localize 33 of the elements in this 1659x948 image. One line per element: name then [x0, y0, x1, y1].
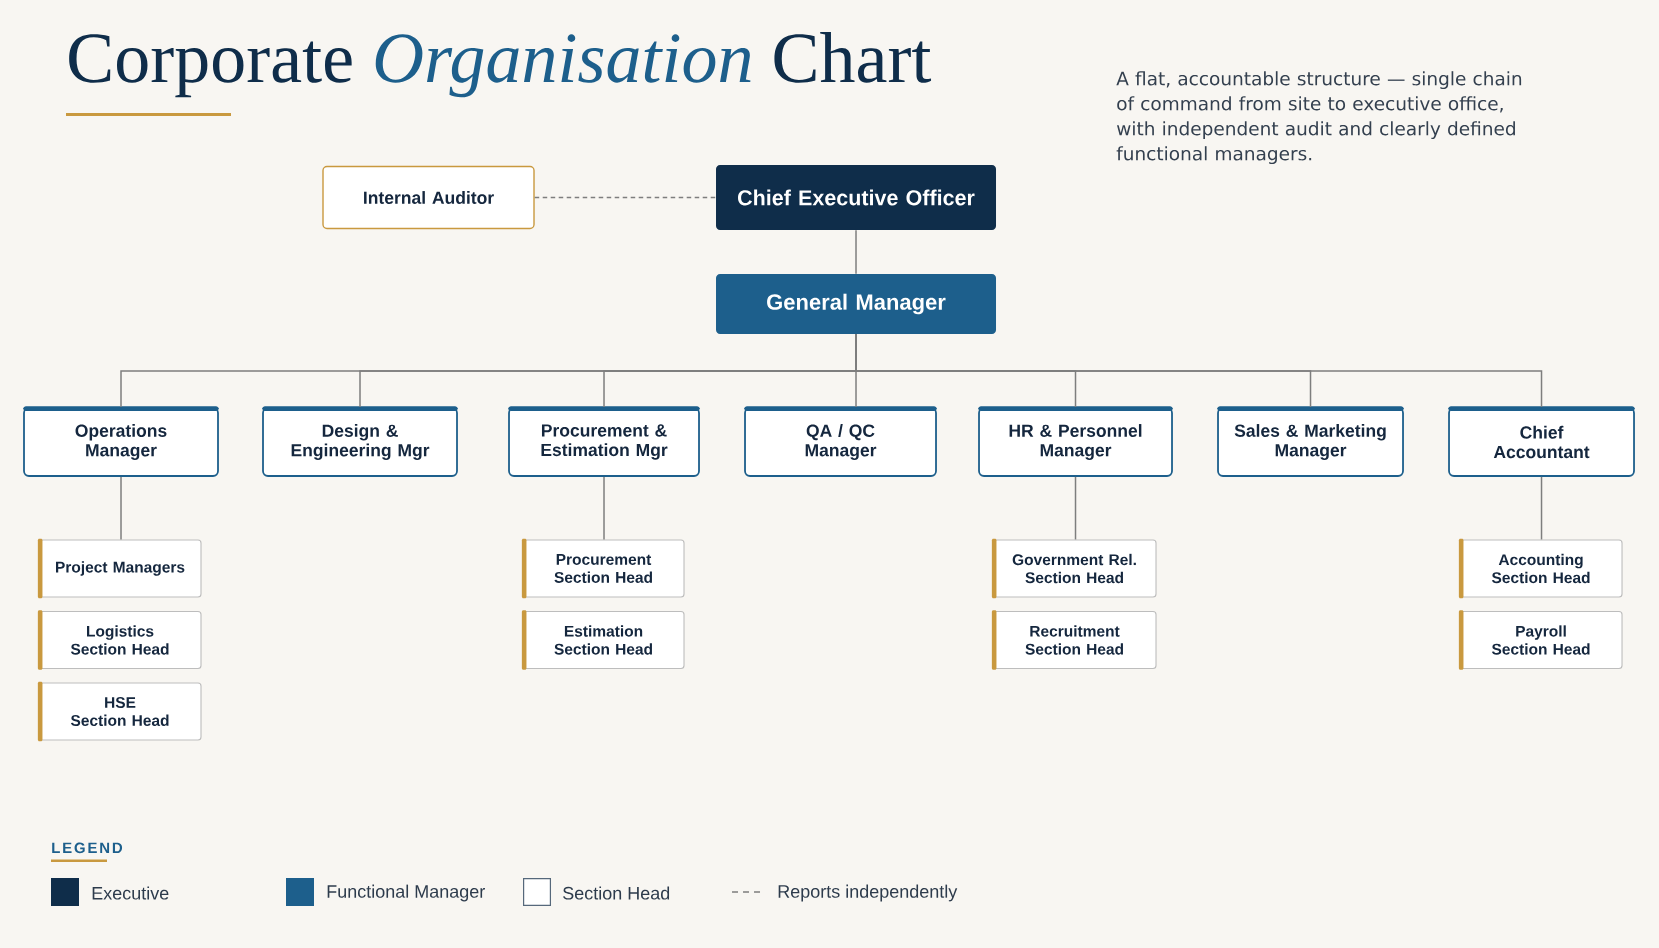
- manager-box: HR & Personnel Manager: [978, 406, 1173, 477]
- title: Corporate Organisation Chart: [69, 32, 932, 98]
- connector-line: [1074, 476, 1077, 541]
- section-head-box: Project Managers: [37, 538, 202, 599]
- dashed-connector: [533, 196, 717, 199]
- manager-box: Procurement & Estimation Mgr: [508, 406, 700, 477]
- manager-box: Design & Engineering Mgr: [262, 406, 458, 477]
- manager-box: Chief Accountant: [1448, 406, 1635, 477]
- connector-line: [855, 333, 1543, 408]
- section-head-box: Estimation Section Head: [521, 610, 685, 670]
- connector-line: [1540, 476, 1543, 541]
- connector-line: [855, 229, 857, 275]
- manager-box: Sales & Marketing Manager: [1217, 406, 1404, 477]
- legend-label: Executive: [92, 886, 169, 900]
- section-head-box: Logistics Section Head: [37, 610, 202, 670]
- legend-label: Reports independently: [778, 884, 958, 902]
- auditor-box: Internal Auditor: [322, 165, 535, 230]
- section-head-box: Government Rel. Section Head: [991, 538, 1157, 599]
- section-head-box: Recruitment Section Head: [991, 610, 1157, 670]
- description-text: A flat, accountable structure — single chain of command from site to executive office, with independent audit and clearly defined functional managers.: [1116, 71, 1522, 165]
- section-head-box: Procurement Section Head: [521, 538, 685, 599]
- legend-heading: LEGEND: [52, 842, 123, 854]
- section-head-box: Payroll Section Head: [1458, 610, 1623, 670]
- legend-label: Functional Manager: [327, 884, 485, 902]
- connector-line: [120, 476, 122, 541]
- legend-label: Section Head: [563, 886, 670, 900]
- executive-box: Chief Executive Officer: [716, 165, 996, 230]
- manager-box: Operations Manager: [23, 406, 219, 477]
- connector-line: [603, 476, 605, 541]
- section-head-box: HSE Section Head: [37, 681, 202, 742]
- general-manager-box: General Manager: [716, 274, 996, 334]
- section-head-box: Accounting Section Head: [1458, 538, 1623, 599]
- manager-box: QA / QC Manager: [744, 406, 937, 477]
